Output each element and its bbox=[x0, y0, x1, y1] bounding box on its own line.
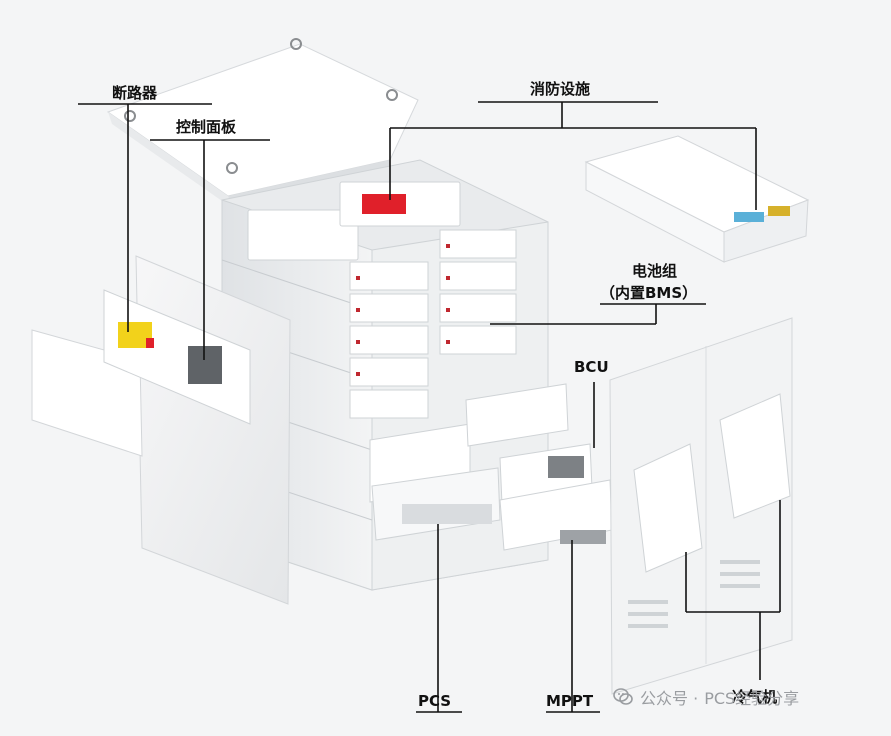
label-battery-pack: 电池组 bbox=[632, 262, 678, 280]
left-door bbox=[31, 255, 291, 605]
fire-suppression-unit bbox=[362, 194, 406, 214]
leader-lines bbox=[78, 101, 781, 713]
label-fire-facility: 消防设施 bbox=[530, 80, 591, 98]
label-breaker: 断路器 bbox=[112, 84, 158, 102]
label-battery-bms: （内置BMS） bbox=[600, 284, 698, 302]
fire-unit bbox=[584, 135, 810, 263]
label-mppt: MPPT bbox=[546, 692, 594, 710]
control-display bbox=[188, 346, 222, 384]
battery-module-pulled bbox=[465, 383, 569, 447]
ac-unit-right bbox=[719, 393, 791, 519]
right-door bbox=[609, 317, 793, 695]
label-control-panel: 控制面板 bbox=[176, 118, 237, 136]
label-pcs: PCS bbox=[418, 692, 452, 710]
watermark: 公众号 · PCS经验分享 bbox=[612, 684, 799, 710]
watermark-name: PCS经验分享 bbox=[704, 689, 800, 708]
label-bcu: BCU bbox=[574, 358, 609, 376]
wechat-icon bbox=[613, 688, 633, 705]
watermark-prefix: 公众号 · bbox=[640, 689, 699, 708]
ac-unit-left bbox=[633, 443, 703, 573]
label-air-conditioner: 冷气机 bbox=[732, 688, 778, 706]
pcs-drawer bbox=[369, 423, 501, 541]
